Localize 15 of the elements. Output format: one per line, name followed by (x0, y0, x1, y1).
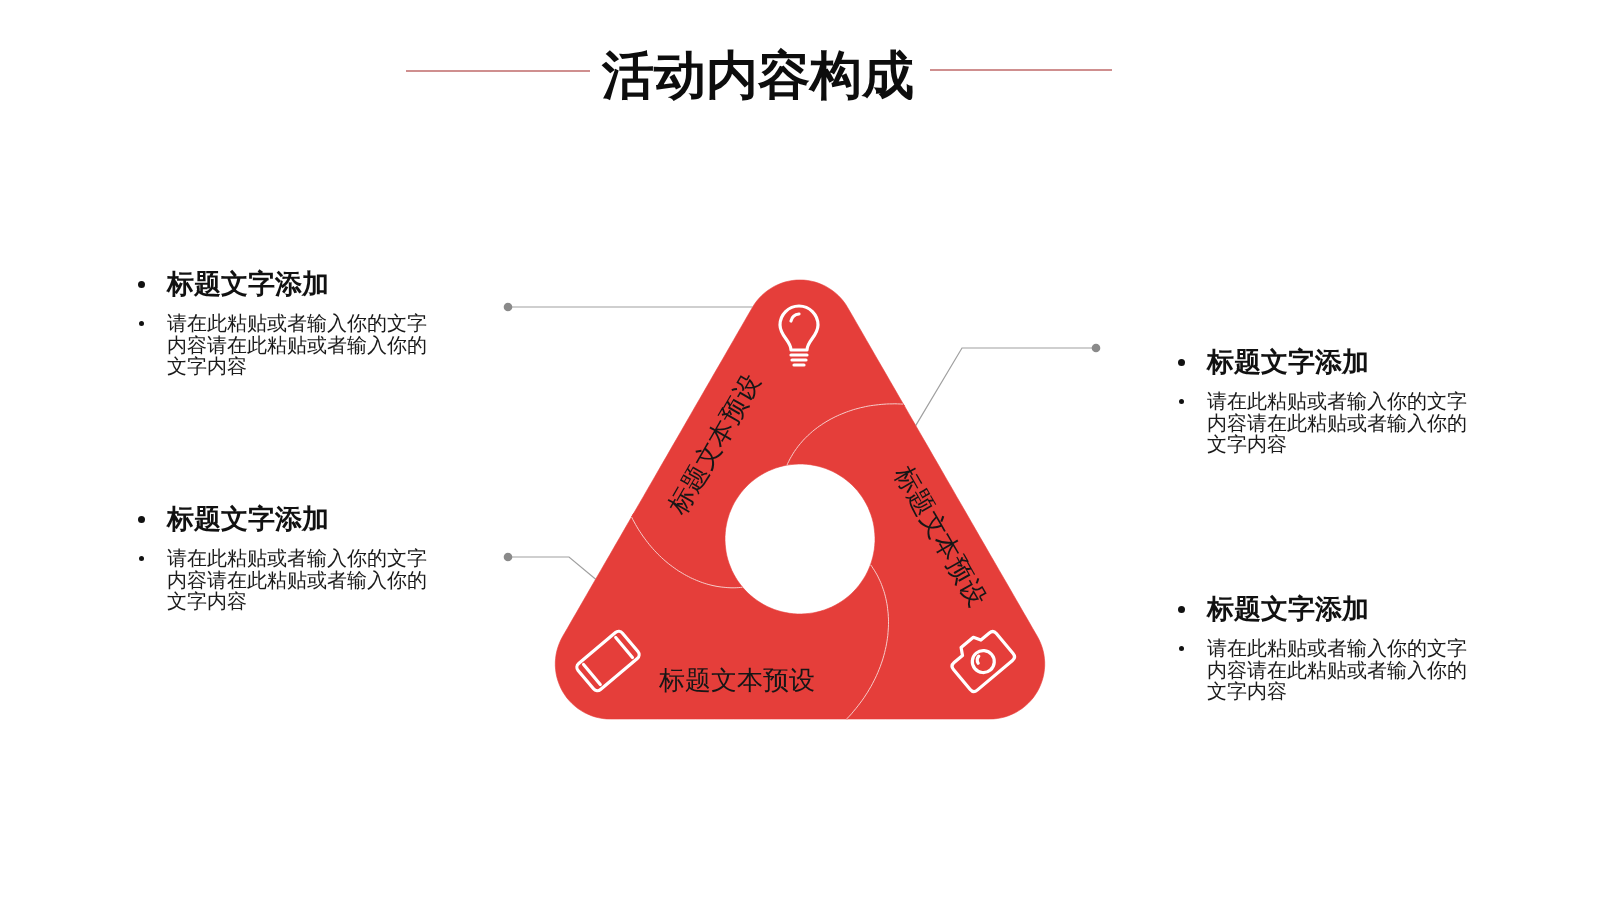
segment-label: 标题文本预设 (889, 460, 993, 612)
leader-line (915, 343, 1101, 427)
segment-label: 标题文本预设 (659, 665, 815, 695)
segment-label: 标题文本预设 (662, 368, 766, 520)
list-heading: 标题文字添加 (1207, 593, 1369, 625)
list-heading: 标题文字添加 (167, 268, 329, 300)
list-text: 请在此粘贴或者输入你的文字内容请在此粘贴或者输入你的文字内容 (1207, 638, 1468, 703)
title: 活动内容构成 (602, 45, 914, 105)
leader-line (503, 302, 754, 312)
list-heading: 标题文字添加 (1207, 346, 1369, 378)
list-text: 请在此粘贴或者输入你的文字内容请在此粘贴或者输入你的文字内容 (167, 548, 428, 613)
leader-line (503, 552, 597, 580)
list-text: 请在此粘贴或者输入你的文字内容请在此粘贴或者输入你的文字内容 (167, 313, 428, 378)
list-heading: 标题文字添加 (167, 503, 329, 535)
list-text: 请在此粘贴或者输入你的文字内容请在此粘贴或者输入你的文字内容 (1207, 391, 1468, 456)
